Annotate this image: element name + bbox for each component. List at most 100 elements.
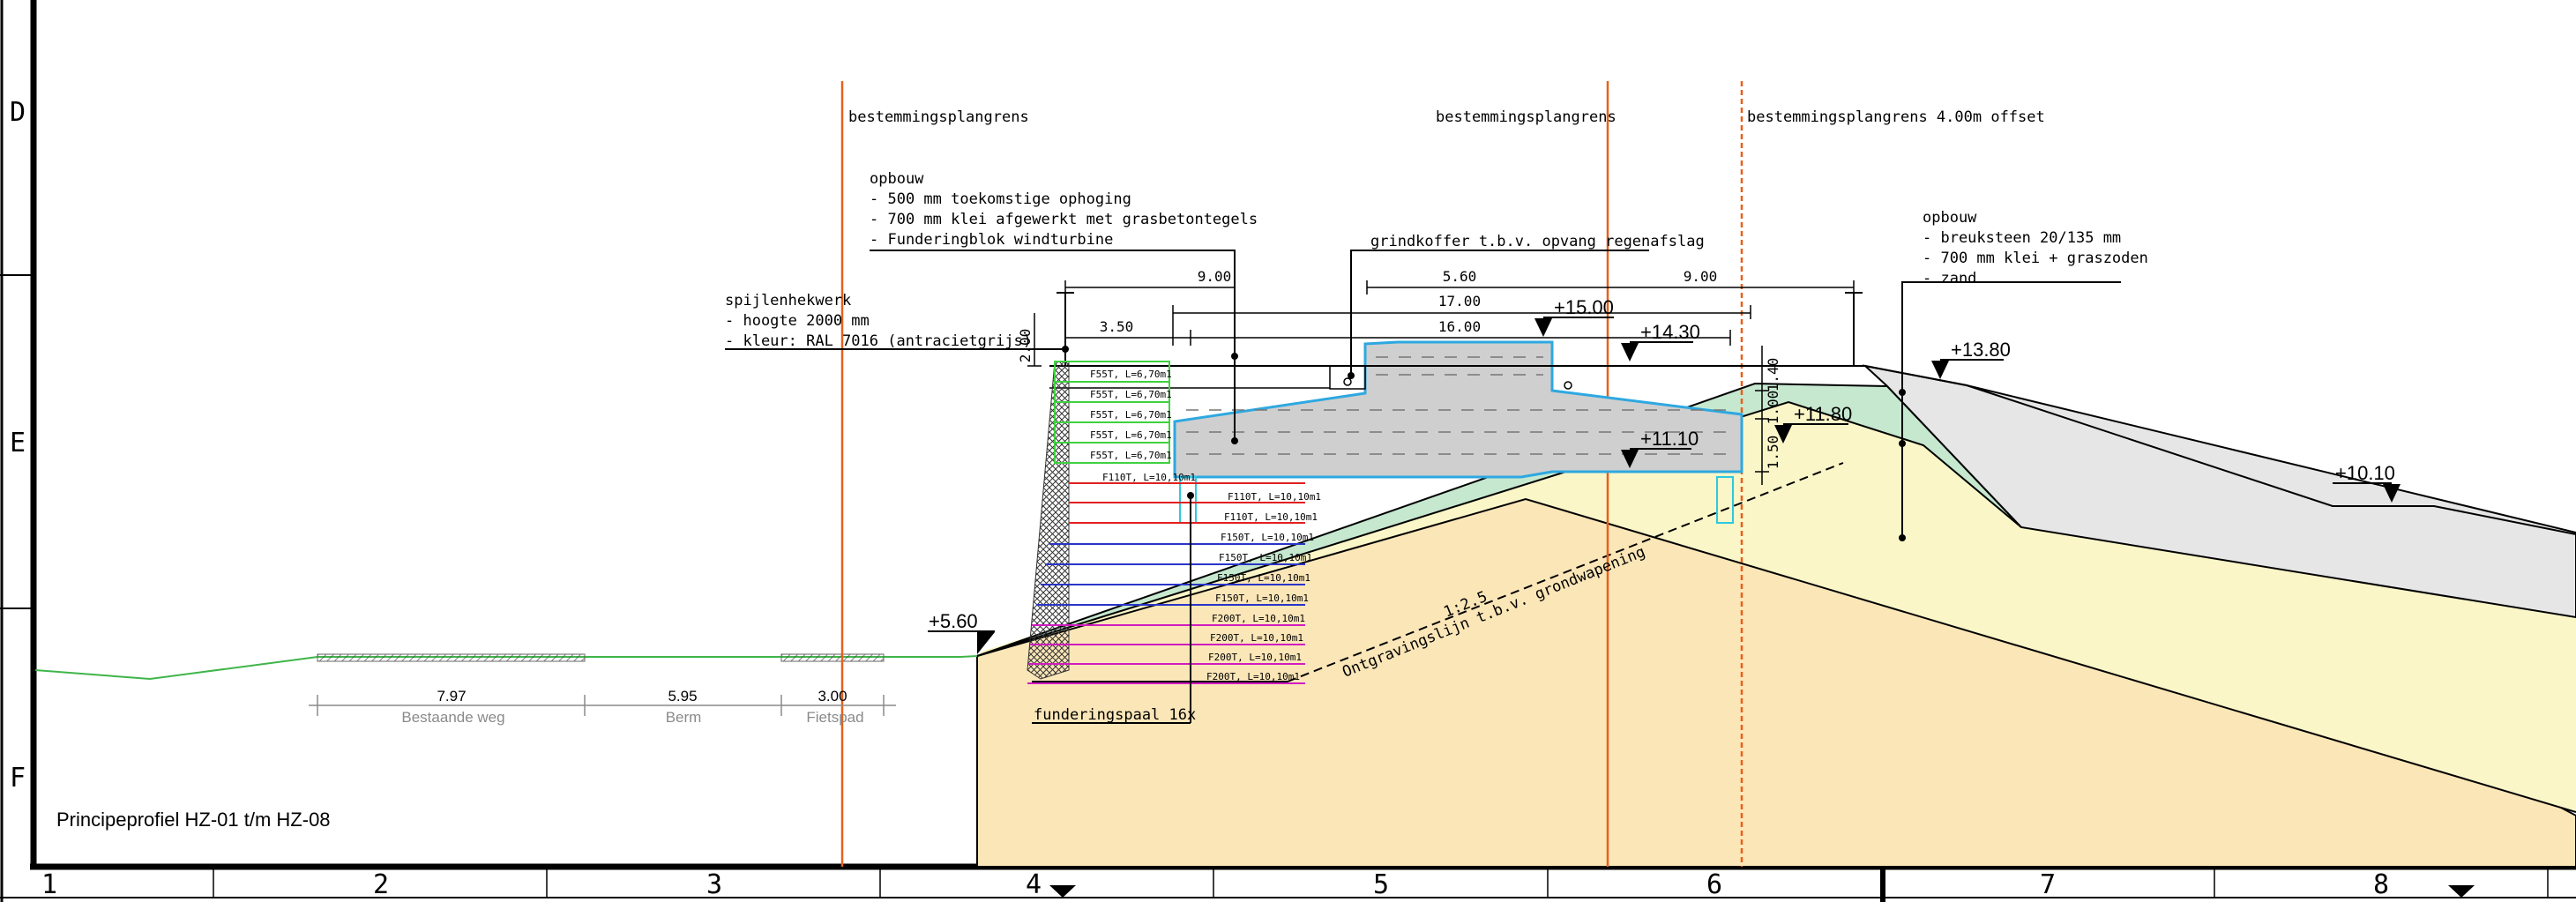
pile-callout: funderingspaal 16x [1032, 492, 1196, 724]
column-label: 6 [1706, 869, 1722, 900]
column-label: 7 [2040, 869, 2056, 900]
note-gravel: grindkoffer t.b.v. opvang regenafslag [1348, 233, 1705, 379]
anchor-label: F200T, L=10,10m1 [1206, 671, 1300, 682]
level-triangle-icon [1534, 318, 1552, 337]
note-opbouw-right: opbouw - breuksteen 20/135 mm - 700 mm k… [1899, 209, 2148, 541]
dimension-label: 17.00 [1438, 293, 1481, 309]
anchor-red [1069, 482, 1305, 524]
level-label: +15.00 [1554, 296, 1614, 318]
anchor-label: F110T, L=10,10m1 [1224, 511, 1318, 523]
anchor-lines [1027, 361, 1305, 684]
note-line: - hoogte 2000 mm [725, 312, 870, 330]
road-segment-width: 5.95 [668, 688, 697, 704]
existing-ground [34, 653, 978, 681]
dimension-label: 16.00 [1438, 318, 1481, 335]
anchor-green [1054, 361, 1170, 464]
road-asphalt [317, 653, 586, 662]
note-heading: opbouw [870, 170, 924, 188]
row-label: D [10, 97, 26, 128]
dimension-label: 2.00 [1017, 329, 1034, 363]
dimension-label: 9.00 [1684, 268, 1718, 285]
level-label: +14.30 [1640, 321, 1700, 343]
level-triangle-icon [1621, 450, 1639, 468]
dimension-label: 3.50 [1100, 318, 1134, 335]
row-label: E [10, 428, 26, 458]
column-label: 5 [1373, 869, 1389, 900]
level-triangle-icon [2383, 484, 2401, 503]
level-triangle-icon [1931, 361, 1949, 379]
soil-fill [977, 402, 2576, 812]
level-label: +11.80 [1794, 403, 1852, 425]
note-opbouw-left: opbouw - 500 mm toekomstige ophoging - 7… [870, 170, 1258, 444]
anchor-label: F55T, L=6,70m1 [1090, 409, 1172, 421]
boundary-label-right: bestemmingsplangrens 4.00m offset [1747, 108, 2045, 126]
note-heading: spijlenhekwerk [725, 292, 851, 309]
boundary-lines: bestemmingsplangrens bestemmingsplangren… [840, 81, 2045, 867]
gravel-box [1329, 365, 1366, 390]
dimension-label: 1.00 [1765, 391, 1781, 425]
excavation-line [1287, 462, 1844, 682]
anchor-label: F150T, L=10,10m1 [1221, 532, 1314, 543]
level-triangle-icon [1621, 343, 1639, 362]
level-marker: +13.80 [1931, 339, 2011, 379]
level-label: +10.10 [2335, 462, 2395, 484]
road-dimensions: 7.97 Bestaande weg 5.95 Berm 3.00 Fietsp… [309, 688, 896, 726]
note-heading: opbouw [1923, 209, 1977, 227]
dimension-label: 1.40 [1765, 358, 1781, 392]
level-label: +5.60 [929, 610, 978, 632]
row-labels: D E F [10, 97, 26, 794]
road-segment-width: 7.97 [437, 688, 466, 704]
anchor-label: F200T, L=10,10m1 [1212, 613, 1305, 624]
road-segment-width: 3.00 [818, 688, 847, 704]
anchor-blue [1036, 543, 1305, 606]
level-marker: +11.80 [1774, 403, 1852, 444]
note-line: - zand [1923, 270, 1976, 287]
inner-slope-line [976, 497, 2576, 813]
row-label: F [10, 763, 26, 794]
note-fence: spijlenhekwerk - hoogte 2000 mm - kleur:… [725, 292, 1069, 353]
column-label: 2 [373, 869, 389, 900]
anchor-label: F110T, L=10,10m1 [1102, 472, 1196, 483]
foundation-block [1049, 340, 1865, 524]
anchor-facing-hatch [1027, 361, 1070, 680]
foundation-concrete [1173, 340, 1743, 479]
anchor-label: F55T, L=6,70m1 [1090, 450, 1172, 461]
boundary-label-middle: bestemmingsplangrens [1436, 108, 1617, 126]
level-label: +11.10 [1640, 428, 1699, 450]
note-line: - breuksteen 20/135 mm [1923, 229, 2121, 247]
column-label: 8 [2373, 869, 2389, 900]
anchor-label: F150T, L=10,10m1 [1219, 552, 1312, 563]
boundary-label-left: bestemmingsplangrens [848, 108, 1029, 126]
foundation-pile-top-right [1716, 476, 1734, 524]
level-marker: +5.60 [928, 610, 995, 654]
dimension-label: 9.00 [1198, 268, 1232, 285]
cycle-path-asphalt [780, 653, 885, 662]
anchor-magenta [1027, 624, 1305, 684]
level-triangle-icon [977, 632, 995, 654]
column-label: 4 [1026, 869, 1042, 900]
column-label: 3 [706, 869, 722, 900]
note-line: - 500 mm toekomstige ophoging [870, 190, 1131, 208]
anchor-facing [1027, 361, 1070, 680]
level-marker: +15.00 [1534, 296, 1614, 337]
road-segment-label: Bestaande weg [401, 709, 504, 726]
gravel-drain [1343, 377, 1352, 386]
soil-layers [976, 364, 2576, 868]
anchor-label: F200T, L=10,10m1 [1208, 652, 1302, 663]
anchor-label: F110T, L=10,10m1 [1228, 491, 1321, 503]
level-label: +13.80 [1951, 339, 2011, 361]
anchor-label: F55T, L=6,70m1 [1090, 429, 1172, 441]
anchor-labels: F55T, L=6,70m1 F55T, L=6,70m1 F55T, L=6,… [1090, 369, 1321, 682]
centre-marker-icon [2448, 885, 2475, 898]
anchor-label: F150T, L=10,10m1 [1217, 572, 1310, 584]
cable-duct [1564, 381, 1572, 390]
note-line: - kleur: RAL 7016 (antracietgrijs) [725, 332, 1032, 350]
column-labels: 1 2 3 4 5 6 7 8 [41, 869, 2389, 900]
note-line: - 700 mm klei afgewerkt met grasbetonteg… [870, 211, 1258, 228]
note-gravel-label: grindkoffer t.b.v. opvang regenafslag [1370, 233, 1705, 250]
level-marker: +11.10 [1621, 428, 1699, 468]
road-segment-label: Fietspad [806, 709, 863, 726]
pile-callout-label: funderingspaal 16x [1034, 706, 1196, 724]
drawing-title: Principeprofiel HZ-01 t/m HZ-08 [56, 809, 331, 831]
dimension-label: 5.60 [1443, 268, 1477, 285]
